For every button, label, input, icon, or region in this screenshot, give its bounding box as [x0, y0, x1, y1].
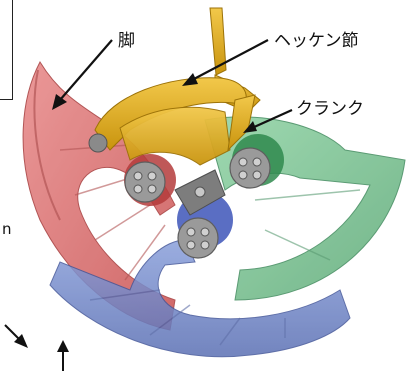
- crank-label: クランク: [296, 101, 364, 118]
- yellow-linkage: [89, 8, 260, 165]
- bottom-up-arrow: [57, 340, 69, 371]
- hub-red: [124, 154, 176, 206]
- bottom-left-arrow: [5, 325, 28, 348]
- green-leg: [205, 117, 405, 300]
- leg-callout-arrow: [52, 40, 112, 110]
- hekken-joint-label: ヘッケン節: [274, 33, 359, 50]
- leg-label: 脚: [118, 33, 135, 50]
